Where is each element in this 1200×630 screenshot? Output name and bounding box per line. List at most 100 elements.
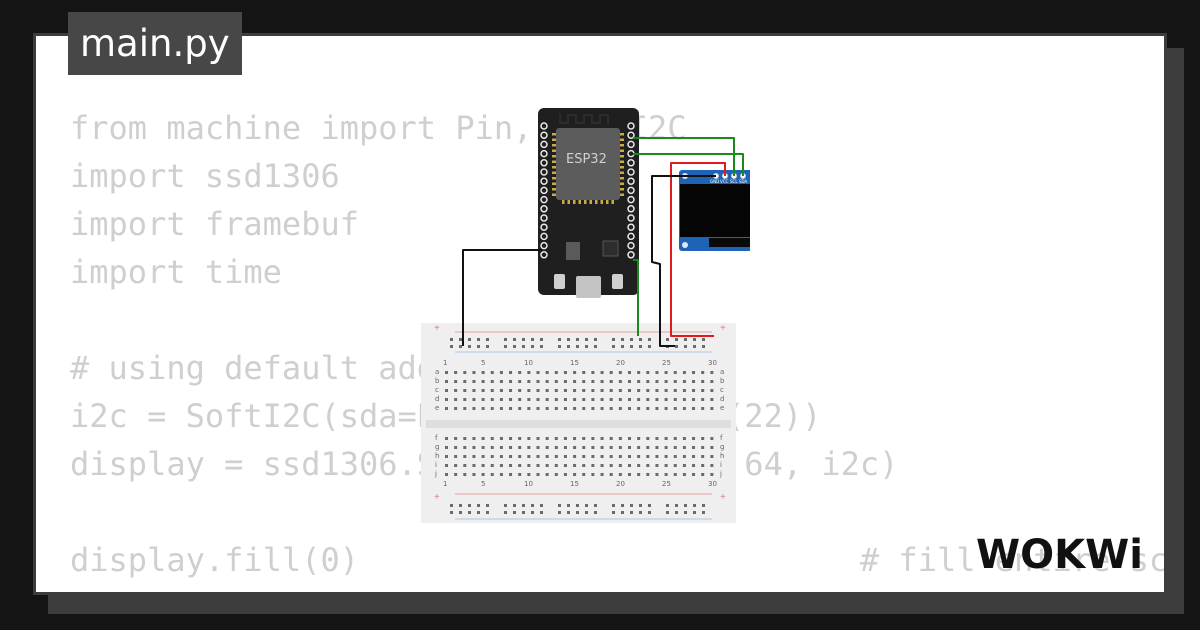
- breadboard-hole: [621, 504, 624, 507]
- esp32-pin: [540, 186, 548, 195]
- breadboard-hole: [639, 511, 642, 514]
- breadboard-hole: [673, 437, 677, 440]
- rail-plus-label: +: [720, 323, 726, 334]
- breadboard-hole: [463, 446, 467, 449]
- breadboard-hole: [585, 511, 588, 514]
- wire-gnd-esp[interactable]: [462, 249, 542, 346]
- breadboard-hole: [591, 437, 595, 440]
- breadboard[interactable]: + + + + 1 5 10 15 20 25 30 1 5 10 15 20 …: [421, 323, 736, 523]
- breadboard-hole: [527, 464, 531, 467]
- breadboard-hole: [554, 455, 558, 458]
- bb-row-letter: b: [720, 377, 725, 385]
- breadboard-hole: [621, 511, 624, 514]
- bb-col-number: 10: [524, 480, 533, 488]
- breadboard-hole: [472, 437, 476, 440]
- breadboard-hole: [518, 464, 522, 467]
- esp32-pin: [627, 186, 635, 195]
- breadboard-hole: [477, 511, 480, 514]
- breadboard-hole: [490, 398, 494, 401]
- reset-button[interactable]: [612, 274, 623, 289]
- bb-row-letter: d: [720, 395, 724, 403]
- bb-col-number: 1: [443, 480, 447, 488]
- wire-gnd-oled[interactable]: [651, 175, 716, 347]
- breadboard-hole: [454, 371, 458, 374]
- breadboard-hole: [472, 464, 476, 467]
- breadboard-hole: [454, 464, 458, 467]
- wire-sda[interactable]: [633, 153, 744, 176]
- breadboard-hole: [554, 473, 558, 476]
- wokwi-logo-text: WOKWi: [976, 532, 1143, 576]
- breadboard-hole: [612, 345, 615, 348]
- esp32-module-pad: [567, 200, 570, 204]
- wire-3v3-to-breadboard[interactable]: [633, 259, 639, 336]
- breadboard-hole: [481, 389, 485, 392]
- wire-scl[interactable]: [633, 137, 735, 176]
- esp32-module-pad: [589, 200, 592, 204]
- breadboard-hole: [481, 380, 485, 383]
- breadboard-hole: [618, 437, 622, 440]
- breadboard-hole: [576, 338, 579, 341]
- esp32-module-pad: [584, 200, 587, 204]
- antenna-trace: [559, 113, 609, 125]
- breadboard-hole: [472, 446, 476, 449]
- breadboard-hole: [459, 338, 462, 341]
- breadboard-hole: [536, 371, 540, 374]
- breadboard-hole: [463, 455, 467, 458]
- breadboard-hole: [618, 473, 622, 476]
- breadboard-hole: [536, 473, 540, 476]
- breadboard-hole: [702, 338, 705, 341]
- breadboard-hole: [585, 338, 588, 341]
- boot-button[interactable]: [554, 274, 565, 289]
- breadboard-hole: [499, 446, 503, 449]
- breadboard-hole: [710, 446, 714, 449]
- oled-display[interactable]: GND VCC SCL SDA: [679, 170, 750, 251]
- breadboard-hole: [646, 473, 650, 476]
- breadboard-hole: [639, 504, 642, 507]
- breadboard-hole: [573, 446, 577, 449]
- breadboard-hole: [582, 389, 586, 392]
- breadboard-hole: [648, 338, 651, 341]
- breadboard-hole: [609, 407, 613, 410]
- breadboard-hole: [594, 504, 597, 507]
- esp32-pin: [540, 149, 548, 158]
- oled-ribbon: [709, 238, 750, 247]
- circuit-diagram[interactable]: + + + + 1 5 10 15 20 25 30 1 5 10 15 20 …: [410, 100, 750, 530]
- esp32-header-pins: [540, 122, 635, 259]
- breadboard-hole: [545, 407, 549, 410]
- breadboard-hole: [573, 473, 577, 476]
- breadboard-hole: [618, 389, 622, 392]
- breadboard-hole: [490, 371, 494, 374]
- breadboard-hole: [545, 380, 549, 383]
- bb-row-letter: e: [435, 404, 439, 412]
- breadboard-hole: [477, 345, 480, 348]
- breadboard-hole: [463, 407, 467, 410]
- breadboard-hole: [585, 345, 588, 348]
- file-tab-main-py[interactable]: main.py: [68, 12, 242, 75]
- breadboard-hole: [567, 338, 570, 341]
- breadboard-hole: [490, 437, 494, 440]
- breadboard-hole: [673, 455, 677, 458]
- breadboard-hole: [664, 437, 668, 440]
- breadboard-hole: [710, 371, 714, 374]
- breadboard-hole: [463, 464, 467, 467]
- breadboard-hole: [646, 446, 650, 449]
- breadboard-hole: [445, 380, 448, 383]
- breadboard-hole: [637, 437, 641, 440]
- breadboard-hole: [618, 398, 622, 401]
- esp32-module-pad: [573, 200, 576, 204]
- breadboard-hole: [509, 455, 513, 458]
- breadboard-hole: [558, 511, 561, 514]
- esp32-pin: [627, 131, 635, 139]
- breadboard-hole: [463, 473, 467, 476]
- breadboard-hole: [684, 504, 687, 507]
- breadboard-hole: [609, 380, 613, 383]
- breadboard-hole: [518, 437, 522, 440]
- breadboard-hole: [545, 455, 549, 458]
- esp32-board[interactable]: ESP32: [538, 108, 639, 298]
- wire-vcc[interactable]: [670, 162, 726, 337]
- bb-row-letter: f: [720, 434, 723, 442]
- breadboard-hole: [630, 338, 633, 341]
- esp32-pin: [627, 205, 635, 213]
- breadboard-hole: [591, 464, 595, 467]
